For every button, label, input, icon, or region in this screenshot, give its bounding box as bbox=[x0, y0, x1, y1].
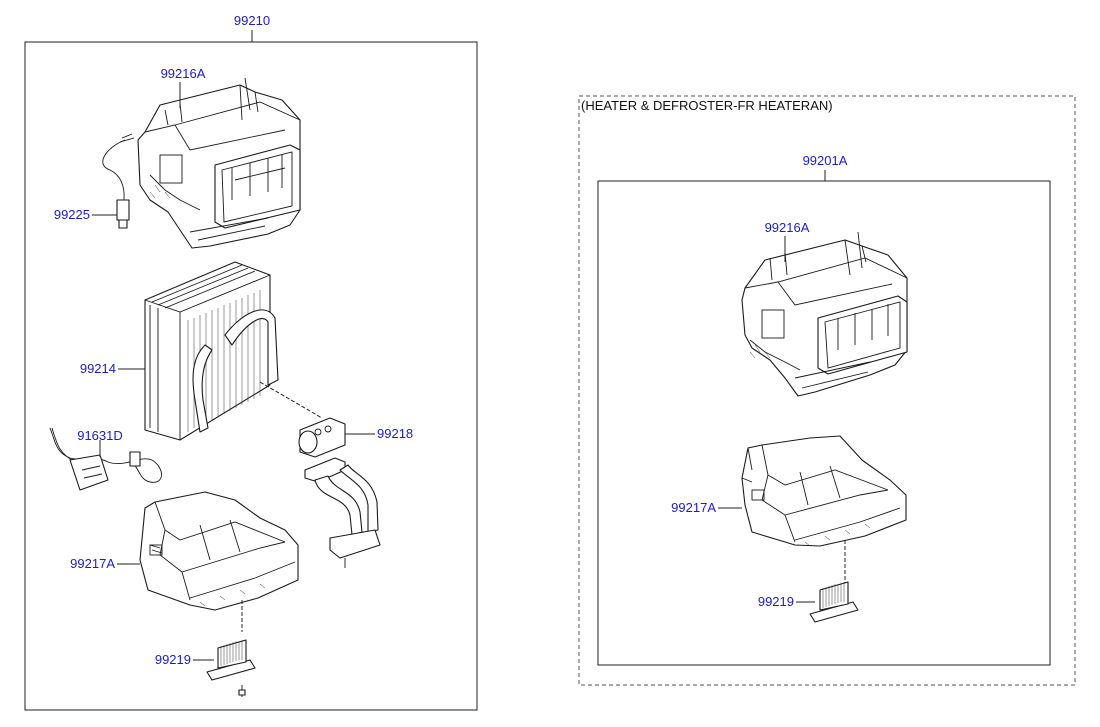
evaporator-drawing bbox=[144, 261, 279, 441]
sensor-wire-drawing bbox=[102, 133, 135, 229]
upper-case-label[interactable]: 99216A bbox=[161, 66, 206, 81]
heater-defroster-dashed-frame bbox=[578, 95, 1076, 686]
expansion-valve-label[interactable]: 99218 bbox=[377, 426, 413, 441]
subassembly-part-number[interactable]: 99201A bbox=[803, 153, 848, 168]
right-section: (HEATER & DEFROSTER-FR HEATERAN) 99201A … bbox=[578, 95, 1076, 686]
left-assembly: 99210 99216A 99225 bbox=[24, 13, 478, 711]
lower-case-drawing bbox=[139, 491, 299, 611]
evaporator-label[interactable]: 99214 bbox=[80, 361, 116, 376]
upper-case-drawing bbox=[137, 77, 301, 249]
resistor-label[interactable]: 99219 bbox=[155, 652, 191, 667]
harness-drawing bbox=[49, 427, 162, 491]
right-lower-case-drawing bbox=[741, 435, 907, 547]
resistor-drawing bbox=[206, 639, 256, 697]
pipe-drawing bbox=[304, 457, 381, 568]
right-upper-case-label[interactable]: 99216A bbox=[765, 220, 810, 235]
subassembly-frame bbox=[597, 180, 1051, 666]
right-resistor-drawing bbox=[809, 581, 859, 623]
expansion-valve-drawing bbox=[298, 417, 346, 458]
evaporator-valve-dashed-link bbox=[259, 381, 323, 419]
section-heading: (HEATER & DEFROSTER-FR HEATERAN) bbox=[581, 98, 833, 113]
assembly-frame bbox=[24, 41, 478, 711]
sensor-wire-label[interactable]: 99225 bbox=[54, 207, 90, 222]
right-lower-case-label[interactable]: 99217A bbox=[671, 500, 716, 515]
right-resistor-label[interactable]: 99219 bbox=[758, 594, 794, 609]
harness-label[interactable]: 91631D bbox=[77, 428, 123, 443]
assembly-part-number[interactable]: 99210 bbox=[234, 13, 270, 28]
right-upper-case-drawing bbox=[741, 231, 908, 397]
lower-case-label[interactable]: 99217A bbox=[70, 556, 115, 571]
